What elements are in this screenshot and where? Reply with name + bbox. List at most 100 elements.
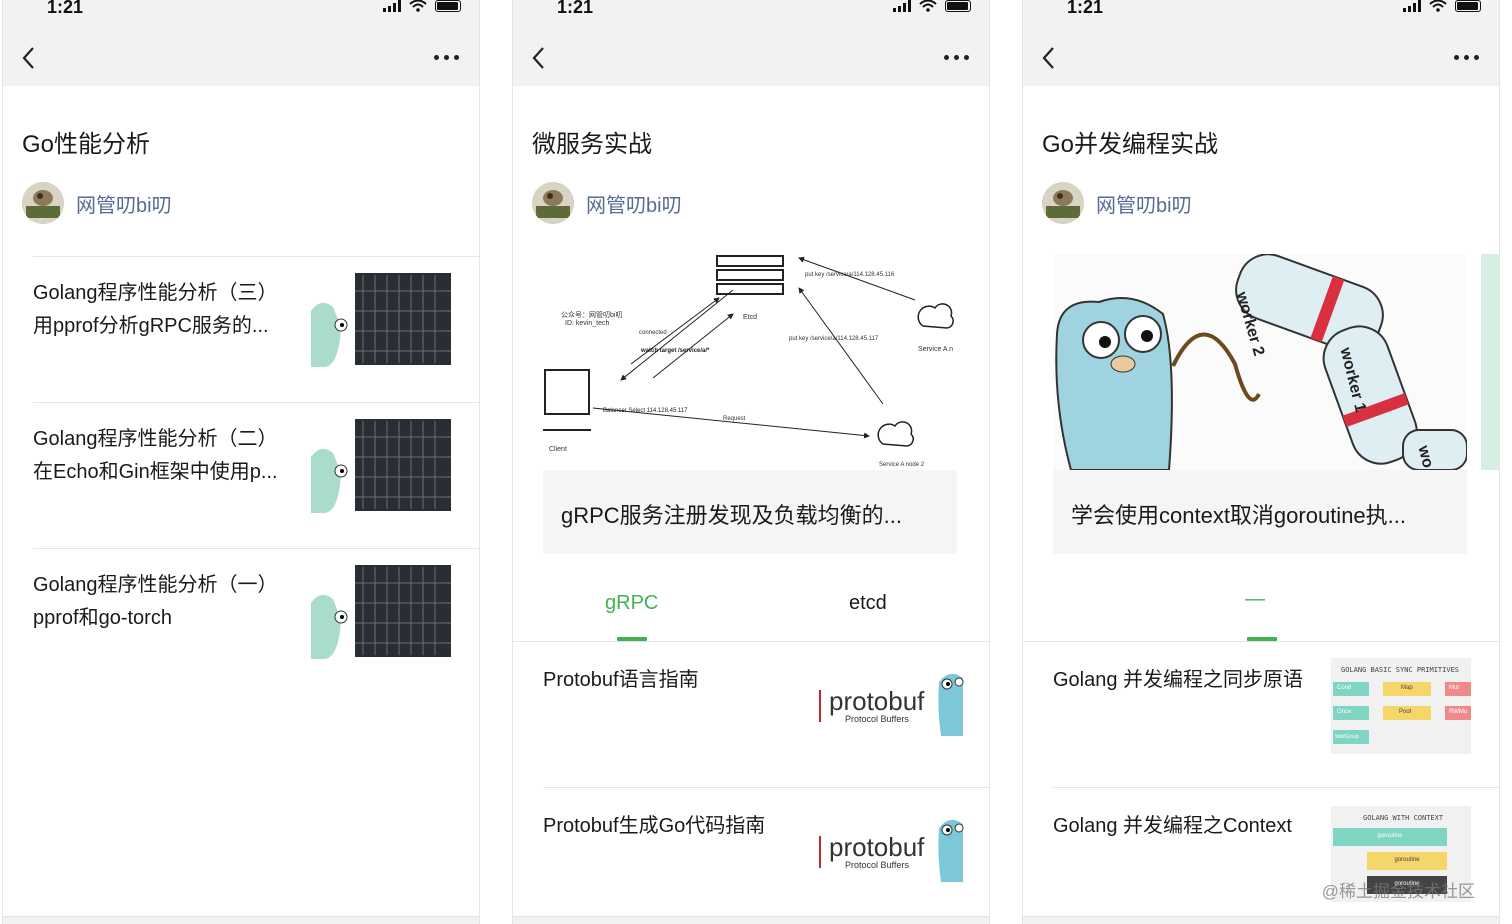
next-card-peek[interactable] — [1481, 254, 1499, 470]
server-rack-gopher-thumbnail — [311, 419, 451, 513]
tab-grpc[interactable]: gRPC — [605, 592, 659, 614]
avatar[interactable] — [532, 182, 574, 224]
chip-map: Map — [1383, 682, 1431, 696]
tab-bar: gRPC etcd — [513, 580, 989, 642]
collection-title: 微服务实战 — [532, 131, 652, 158]
list-item[interactable]: Golang程序性能分析（二）在Echo和Gin框架中使用p... — [33, 402, 479, 548]
watermark: @稀土掘金技术社区 — [1321, 882, 1475, 901]
status-bar: 1:21 — [1023, 0, 1499, 20]
status-icons — [383, 0, 461, 12]
diagram-request-label: Request — [723, 416, 746, 422]
featured-card[interactable]: Etcd 公众号：网管叨bi叨 ID: kevin_tech connected… — [543, 254, 957, 554]
wifi-icon — [1429, 0, 1447, 12]
avatar[interactable] — [22, 182, 64, 224]
bottom-strip — [3, 916, 479, 924]
author-name[interactable]: 网管叨bi叨 — [76, 194, 172, 217]
list-item[interactable]: Protobuf生成Go代码指南 protobuf Protocol Buffe… — [543, 788, 989, 924]
nav-bar — [513, 20, 989, 86]
battery-icon — [435, 0, 461, 12]
tab-marker[interactable]: — — [1245, 588, 1265, 610]
architecture-diagram: Etcd 公众号：网管叨bi叨 ID: kevin_tech connected… — [543, 254, 957, 470]
chip-goroutine-1: goroutine — [1333, 828, 1447, 846]
nav-bar — [1023, 20, 1499, 86]
avatar[interactable] — [1042, 182, 1084, 224]
battery-icon — [945, 0, 971, 12]
active-tab-indicator — [617, 637, 647, 641]
author-name[interactable]: 网管叨bi叨 — [586, 194, 682, 217]
gopher-workers-illustration: worker 2 worker 1 wo — [1053, 254, 1467, 470]
more-icon[interactable] — [944, 55, 969, 60]
wifi-icon — [919, 0, 937, 12]
battery-icon — [1455, 0, 1481, 12]
diagram-etcd-label: Etcd — [743, 314, 758, 321]
thumb-title: GOLANG BASIC SYNC PRIMITIVES — [1341, 666, 1460, 674]
protobuf-logo-text: protobuf — [829, 832, 925, 862]
protobuf-logo-text: protobuf — [829, 686, 925, 716]
more-icon[interactable] — [434, 55, 459, 60]
active-tab-indicator — [1247, 637, 1277, 641]
status-time: 1:21 — [1067, 0, 1104, 17]
status-bar: 1:21 — [3, 0, 479, 20]
list-item[interactable]: Golang 并发编程之Context GOLANG WITH CONTEXT … — [1053, 788, 1499, 924]
list-item-title: Golang程序性能分析（三）用pprof分析gRPC服务的... — [33, 282, 278, 337]
chip-goroutine-2: goroutine — [1367, 852, 1447, 870]
diagram-watch-label: watch target /service/a/* — [641, 348, 710, 354]
collection-title: Go并发编程实战 — [1042, 131, 1219, 158]
author-row[interactable]: 网管叨bi叨 — [1042, 182, 1192, 224]
thumb-title: GOLANG WITH CONTEXT — [1363, 814, 1444, 822]
phone-screen-microservices: 1:21 微服务实战 网管叨bi叨 — [512, 0, 990, 924]
featured-card[interactable]: worker 2 worker 1 wo 学会使用context取消gorout… — [1053, 254, 1467, 554]
phone-screen-go-performance: 1:21 Go性能分析 网管叨bi叨 Golang程序性能分析（三）用pprof… — [2, 0, 480, 924]
tab-etcd[interactable]: etcd — [849, 592, 887, 614]
list-item-title: Golang 并发编程之同步原语 — [1053, 669, 1304, 691]
diagram-balancer-label: Balancer Select 114.128.45.117 — [603, 408, 688, 414]
server-rack-gopher-thumbnail — [311, 565, 451, 659]
protobuf-logo-subtitle: Protocol Buffers — [845, 714, 909, 724]
list-item-title: Golang程序性能分析（一）pprof和go-torch — [33, 574, 278, 629]
chip-once: Once — [1333, 706, 1369, 720]
chip-waitgroup: WaitGroup — [1333, 730, 1369, 744]
diagram-service-label: Service A n — [918, 346, 954, 353]
author-name[interactable]: 网管叨bi叨 — [1096, 194, 1192, 217]
server-rack-gopher-thumbnail — [311, 273, 451, 367]
signal-icon — [893, 0, 911, 12]
list-item[interactable]: Protobuf语言指南 protobuf Protocol Buffers — [543, 642, 989, 788]
chip-cond: Cond — [1333, 682, 1369, 696]
gopher-icon — [938, 673, 964, 736]
signal-icon — [383, 0, 401, 12]
collection-title: Go性能分析 — [22, 131, 151, 158]
status-icons — [893, 0, 971, 12]
list-item[interactable]: Golang程序性能分析（三）用pprof分析gRPC服务的... — [33, 256, 479, 402]
protobuf-logo-subtitle: Protocol Buffers — [845, 860, 909, 870]
diagram-connected-label: connected — [639, 330, 667, 336]
diagram-put2-label: put key /service/a/114.128.45.117 — [789, 336, 879, 342]
gopher-icon — [938, 819, 964, 882]
author-row[interactable]: 网管叨bi叨 — [532, 182, 682, 224]
chip-goroutine-3: goroutine — [1367, 876, 1447, 894]
nav-bar — [3, 20, 479, 86]
more-icon[interactable] — [1454, 55, 1479, 60]
back-icon[interactable] — [1039, 46, 1061, 70]
tab-bar: — — [1023, 580, 1499, 642]
author-row[interactable]: 网管叨bi叨 — [22, 182, 172, 224]
chip-rwmu: RWMu — [1445, 706, 1471, 720]
status-time: 1:21 — [47, 0, 84, 17]
list-item[interactable]: Golang程序性能分析（一）pprof和go-torch — [33, 548, 479, 694]
bottom-strip — [513, 916, 989, 924]
diagram-service2-label: Service A node 2 — [879, 462, 925, 468]
chip-pool: Pool — [1383, 706, 1431, 720]
list-item-title: Protobuf语言指南 — [543, 669, 699, 691]
list-item-title: Golang程序性能分析（二）在Echo和Gin框架中使用p... — [33, 428, 278, 483]
status-icons — [1403, 0, 1481, 12]
status-time: 1:21 — [557, 0, 594, 17]
protobuf-thumbnail: protobuf Protocol Buffers — [819, 806, 967, 906]
diagram-wechat-label: 公众号：网管叨bi叨 — [561, 312, 623, 319]
card-caption: 学会使用context取消goroutine执... — [1053, 470, 1467, 554]
back-icon[interactable] — [529, 46, 551, 70]
diagram-id-label: ID: kevin_tech — [565, 320, 610, 327]
list-item-title: Protobuf生成Go代码指南 — [543, 815, 766, 837]
back-icon[interactable] — [19, 46, 41, 70]
list-item[interactable]: Golang 并发编程之同步原语 GOLANG BASIC SYNC PRIMI… — [1053, 642, 1499, 788]
card-caption: gRPC服务注册发现及负载均衡的... — [543, 470, 957, 554]
protobuf-thumbnail: protobuf Protocol Buffers — [819, 660, 967, 760]
